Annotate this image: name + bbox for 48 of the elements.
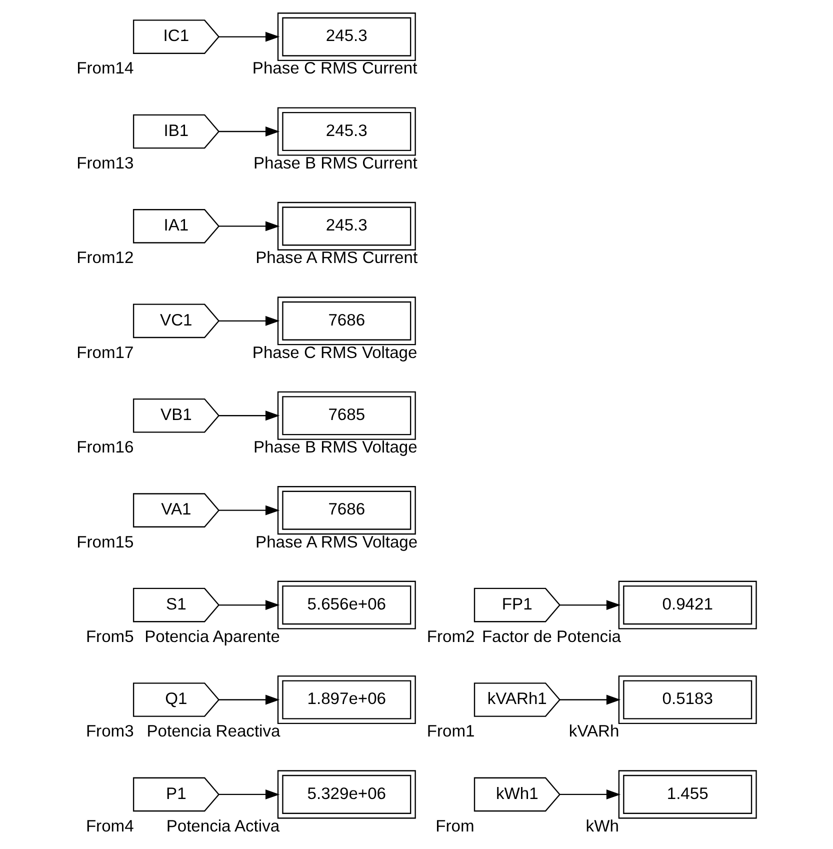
node-label: From4 [86,816,134,836]
node-label: From1 [426,722,475,741]
node-label: From12 [76,248,134,268]
node-label: From [436,816,474,836]
node-label: kWh [586,816,619,836]
node-label: Phase A RMS Current [256,248,418,268]
node-box: 1.897e+06 [277,675,416,724]
node-label: kVARh [568,722,620,741]
node-label: Phase C RMS Current [252,58,418,78]
node-label: From16 [76,438,134,457]
arrow [218,694,280,705]
node-label: Phase C RMS Voltage [252,342,418,362]
arrow [218,221,280,232]
node-label: Potencia Reactiva [146,722,280,741]
node-label: From14 [76,58,134,78]
node-box: 5.329e+06 [277,770,416,819]
node-box: 7686 [277,296,416,346]
node-box: 7686 [277,486,416,535]
arrow [218,410,280,421]
node-label: From13 [76,153,134,172]
node-label: Phase A RMS Voltage [256,532,418,552]
node-box: 245.3 [277,107,416,156]
arrow [218,600,280,610]
node-label: Factor de Potencia [482,626,621,646]
node-box: 1.455 [618,770,757,819]
node-box: 0.9421 [618,580,757,630]
arrow [560,694,621,705]
node-label: Phase B RMS Current [253,153,418,172]
node-label: From2 [426,626,475,646]
node-label: Potencia Activa [166,816,280,836]
node-label: From17 [76,342,134,362]
node-box: 245.3 [277,202,416,250]
arrow [560,789,621,800]
arrow [218,505,280,516]
node-box: 7685 [277,391,416,440]
node-label: From3 [86,722,134,741]
node-label: From15 [76,532,134,552]
arrow [218,789,280,800]
node-label: From5 [86,626,134,646]
node-label: Phase B RMS Voltage [253,438,418,457]
node-box: 0.5183 [618,675,757,724]
node-label: Potencia Aparente [144,626,280,646]
node-box: 5.656e+06 [277,580,416,630]
arrow [218,32,280,42]
node-box: 245.3 [277,12,416,62]
arrow [218,316,280,326]
arrow [218,126,280,136]
arrow [560,600,621,610]
